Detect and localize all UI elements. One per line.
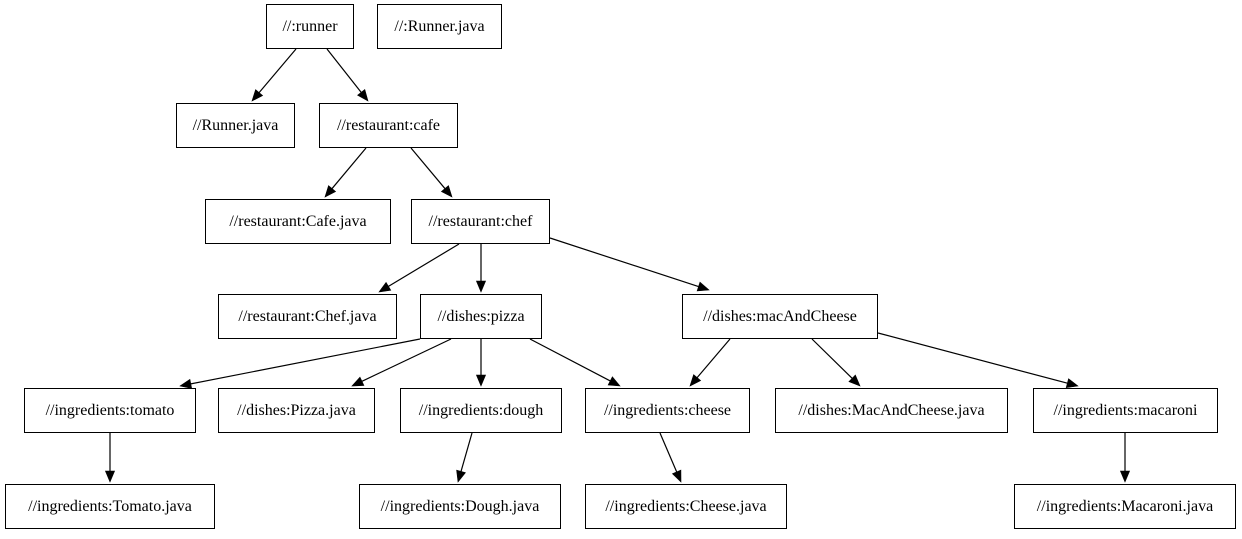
edge-line	[361, 338, 452, 382]
graph-node-ing-cheese[interactable]: //ingredients:cheese	[585, 388, 750, 433]
arrowhead-icon	[324, 185, 337, 198]
graph-node-runner-java-root[interactable]: //:Runner.java	[377, 4, 502, 49]
graph-node-restaurant-cafe-java[interactable]: //restaurant:Cafe.java	[205, 199, 391, 244]
edge-line	[388, 243, 460, 287]
graph-edge-dishes-pizza-to-ing-cheese	[529, 338, 621, 387]
graph-node-label: //dishes:MacAndCheese.java	[798, 401, 985, 419]
edge-line	[659, 432, 678, 473]
graph-node-dishes-pizza[interactable]: //dishes:pizza	[420, 294, 542, 339]
graph-node-label: //ingredients:Macaroni.java	[1036, 497, 1214, 515]
graph-node-dishes-macandcheese[interactable]: //dishes:macAndCheese	[682, 294, 878, 339]
graph-edge-runner-target-to-runner-java	[251, 48, 297, 102]
graph-edge-ing-cheese-to-ing-cheese-java	[659, 432, 682, 483]
arrowhead-icon	[1065, 378, 1079, 388]
graph-node-label: //ingredients:dough	[418, 401, 544, 419]
graph-node-label: //dishes:pizza	[437, 307, 525, 325]
graph-node-restaurant-chef-java[interactable]: //restaurant:Chef.java	[218, 294, 397, 339]
graph-node-runner-java[interactable]: //Runner.java	[176, 103, 295, 148]
graph-node-ing-macaroni-java[interactable]: //ingredients:Macaroni.java	[1014, 484, 1236, 529]
graph-edge-dishes-macandcheese-to-ing-macaroni	[877, 332, 1079, 388]
arrowhead-icon	[251, 89, 264, 102]
arrowhead-icon	[357, 88, 369, 102]
graph-node-label: //dishes:macAndCheese	[703, 307, 857, 325]
graph-edge-restaurant-chef-to-dishes-macandcheese	[549, 237, 710, 292]
graph-edge-restaurant-chef-to-restaurant-chef-java	[378, 243, 460, 293]
graph-node-ing-cheese-java[interactable]: //ingredients:Cheese.java	[585, 484, 787, 529]
graph-node-label: //ingredients:Cheese.java	[605, 497, 767, 515]
graph-node-dishes-mac-java[interactable]: //dishes:MacAndCheese.java	[775, 388, 1008, 433]
graph-node-label: //ingredients:Dough.java	[380, 497, 540, 515]
graph-node-ing-macaroni[interactable]: //ingredients:macaroni	[1033, 388, 1218, 433]
graph-node-label: //dishes:Pizza.java	[237, 401, 356, 419]
graph-edge-restaurant-cafe-to-restaurant-chef	[410, 147, 453, 198]
graph-edge-dishes-pizza-to-dishes-pizza-java	[351, 338, 452, 387]
edge-line	[331, 147, 367, 189]
graph-edge-dishes-macandcheese-to-ing-cheese	[689, 338, 731, 387]
arrowhead-icon	[440, 185, 453, 198]
arrowhead-icon	[689, 374, 702, 387]
arrowhead-icon	[456, 469, 466, 483]
arrowhead-icon	[696, 281, 710, 292]
edge-line	[326, 48, 362, 93]
graph-edge-dishes-macandcheese-to-dishes-mac-java	[811, 338, 861, 387]
arrowhead-icon	[475, 280, 487, 293]
edge-line	[190, 338, 421, 385]
graph-node-label: //ingredients:tomato	[45, 401, 175, 419]
arrowhead-icon	[351, 376, 365, 387]
graph-node-ing-dough-java[interactable]: //ingredients:Dough.java	[359, 484, 561, 529]
graph-edge-ing-dough-to-ing-dough-java	[456, 432, 473, 483]
graph-node-ing-dough[interactable]: //ingredients:dough	[400, 388, 562, 433]
graph-node-ing-tomato[interactable]: //ingredients:tomato	[24, 388, 196, 433]
graph-node-ing-tomato-java[interactable]: //ingredients:Tomato.java	[5, 484, 215, 529]
graph-node-label: //restaurant:cafe	[336, 116, 441, 134]
graph-node-label: //:runner	[282, 17, 338, 35]
edge-line	[877, 332, 1068, 384]
edge-line	[410, 147, 446, 189]
edge-line	[529, 338, 611, 382]
graph-node-label: //ingredients:macaroni	[1053, 401, 1198, 419]
graph-node-label: //Runner.java	[192, 116, 279, 134]
edge-line	[696, 338, 731, 379]
graph-node-label: //ingredients:Tomato.java	[28, 497, 192, 515]
arrowhead-icon	[179, 378, 193, 389]
graph-edge-runner-target-to-restaurant-cafe	[326, 48, 369, 102]
graph-edge-dishes-pizza-to-ing-tomato	[179, 338, 421, 389]
arrowhead-icon	[475, 374, 487, 387]
graph-edge-dishes-pizza-to-ing-dough	[475, 339, 487, 387]
graph-edge-ing-tomato-to-ing-tomato-java	[104, 433, 116, 483]
graph-edge-ing-macaroni-to-ing-macaroni-java	[1119, 433, 1131, 483]
graph-edge-restaurant-chef-to-dishes-pizza	[475, 244, 487, 293]
arrowhead-icon	[671, 469, 682, 483]
graph-node-label: //:Runner.java	[394, 17, 485, 35]
edge-line	[811, 338, 853, 379]
graph-node-label: //restaurant:chef	[428, 212, 533, 230]
graph-node-restaurant-chef[interactable]: //restaurant:chef	[411, 199, 550, 244]
graph-node-label: //ingredients:cheese	[603, 401, 732, 419]
arrowhead-icon	[1119, 470, 1131, 483]
edge-line	[460, 432, 473, 472]
arrowhead-icon	[104, 470, 116, 483]
graph-node-dishes-pizza-java[interactable]: //dishes:Pizza.java	[218, 388, 375, 433]
arrowhead-icon	[378, 281, 392, 293]
edge-line	[549, 237, 699, 288]
graph-node-restaurant-cafe[interactable]: //restaurant:cafe	[319, 103, 458, 148]
graph-edge-restaurant-cafe-to-restaurant-cafe-java	[324, 147, 367, 198]
arrowhead-icon	[848, 374, 861, 387]
edge-line	[258, 48, 297, 93]
arrowhead-icon	[607, 376, 621, 387]
graph-node-runner-target[interactable]: //:runner	[266, 4, 354, 49]
graph-node-label: //restaurant:Cafe.java	[229, 212, 367, 230]
graph-node-label: //restaurant:Chef.java	[238, 307, 377, 325]
